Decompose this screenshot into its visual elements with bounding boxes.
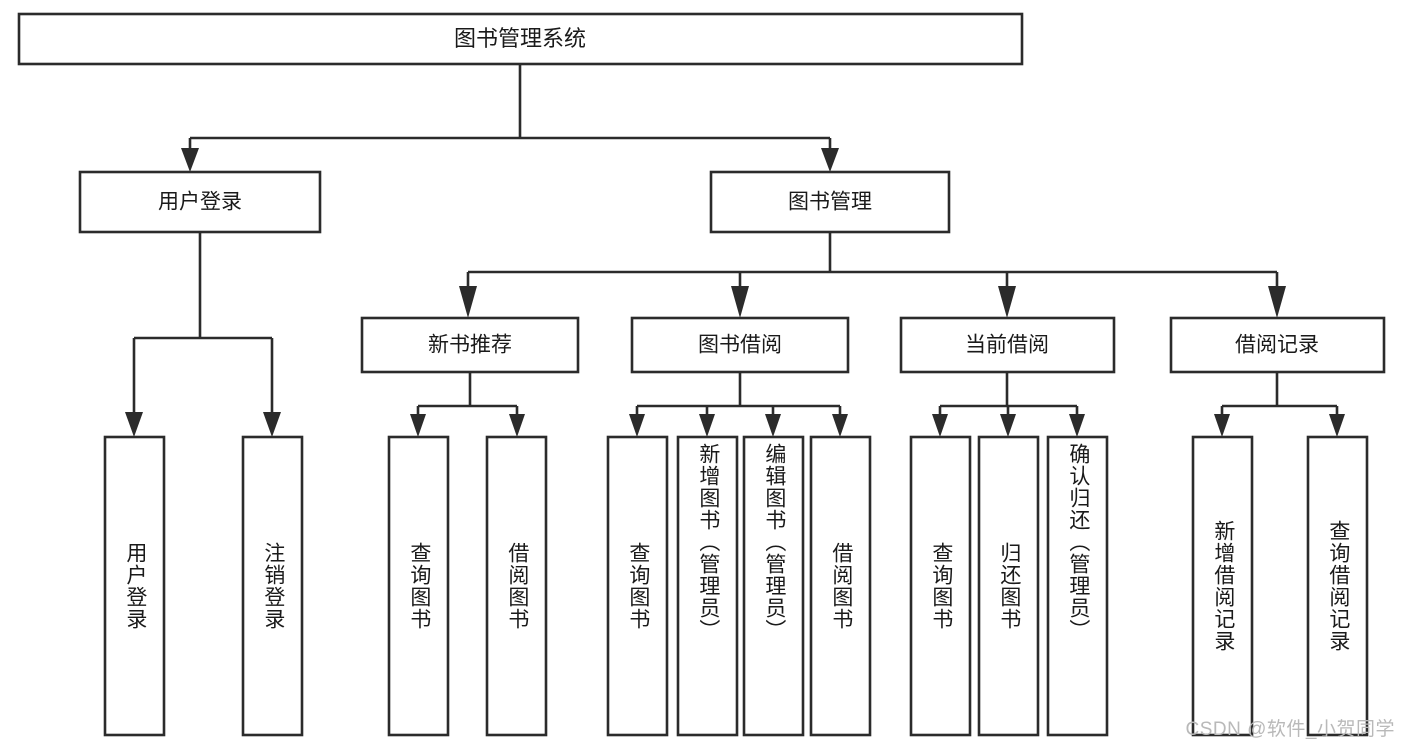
arrow-head-borrow-record [1268, 286, 1286, 318]
arrow-head-book-manage [821, 148, 839, 172]
node-book-manage-label: 图书管理 [788, 191, 872, 214]
arrow-head-leaf-borrow-book-2 [832, 414, 848, 437]
leaf-box-return-book[interactable] [977, 435, 1040, 737]
node-user-login-box[interactable] [78, 170, 322, 234]
arrow-head-new-book-recommend [459, 286, 477, 318]
arrow-head-book-borrow [731, 286, 749, 318]
node-new-book-recommend-label: 新书推荐 [428, 334, 512, 357]
node-new-book-recommend[interactable]: 新书推荐 [360, 316, 580, 374]
arrow-head-leaf-confirm-return [1069, 414, 1085, 437]
arrow-head-user-login [181, 148, 199, 172]
node-book-manage-box[interactable] [709, 170, 951, 234]
arrow-head-leaf-query-record [1329, 414, 1345, 437]
node-new-book-recommend-box[interactable] [360, 316, 580, 374]
leaf-box-query-book-2[interactable] [606, 435, 669, 737]
leaf-box-borrow-book-2[interactable] [809, 435, 872, 737]
node-current-borrow-label: 当前借阅 [965, 334, 1049, 357]
node-borrow-record-box[interactable] [1169, 316, 1386, 374]
node-user-login[interactable]: 用户登录 [78, 170, 322, 234]
leaf-box-user-login[interactable] [103, 435, 166, 737]
node-book-borrow-box[interactable] [630, 316, 850, 374]
node-book-borrow[interactable]: 图书借阅 [630, 316, 850, 374]
node-current-borrow[interactable]: 当前借阅 [899, 316, 1116, 374]
leaf-box-query-book-1[interactable] [387, 435, 450, 737]
arrow-head-leaf-return-book [1000, 414, 1016, 437]
connector-user-login-to-leaves [125, 232, 281, 437]
leaf-box-add-book[interactable] [676, 435, 739, 737]
arrow-head-leaf-add-book [699, 414, 715, 437]
node-book-manage[interactable]: 图书管理 [709, 170, 951, 234]
node-current-borrow-box[interactable] [899, 316, 1116, 374]
arrow-head-leaf-borrow-book-1 [509, 414, 525, 437]
node-user-login-label: 用户登录 [158, 191, 242, 214]
leaf-box-edit-book[interactable] [742, 435, 805, 737]
node-book-borrow-label: 图书借阅 [698, 334, 782, 357]
csdn-watermark: CSDN @软件_小贺同学 [1185, 719, 1395, 740]
arrow-head-current-borrow [998, 286, 1016, 318]
connector-new-book-to-leaves [410, 372, 525, 437]
leaf-box-add-record[interactable] [1191, 435, 1254, 737]
leaf-box-query-record[interactable] [1306, 435, 1369, 737]
node-root-label: 图书管理系统 [454, 26, 586, 51]
leaf-box-query-book-3[interactable] [909, 435, 972, 737]
connector-current-borrow-to-leaves [932, 372, 1085, 437]
arrow-head-leaf-user-logout [263, 412, 281, 437]
connector-book-manage-to-level3 [459, 232, 1286, 318]
connector-borrow-record-to-leaves [1214, 372, 1345, 437]
node-borrow-record[interactable]: 借阅记录 [1169, 316, 1386, 374]
arrow-head-leaf-query-book-3 [932, 414, 948, 437]
node-borrow-record-label: 借阅记录 [1235, 334, 1319, 357]
arrow-head-leaf-add-record [1214, 414, 1230, 437]
arrow-head-leaf-query-book-1 [410, 414, 426, 437]
arrow-head-leaf-user-login [125, 412, 143, 437]
node-root-box[interactable] [17, 12, 1024, 66]
connector-root-to-level2 [181, 64, 839, 172]
node-root[interactable]: 图书管理系统 [17, 12, 1024, 66]
leaf-box-user-logout[interactable] [241, 435, 304, 737]
leaf-box-confirm-return[interactable] [1046, 435, 1109, 737]
leaf-box-borrow-book-1[interactable] [485, 435, 548, 737]
arrow-head-leaf-query-book-2 [629, 414, 645, 437]
connector-book-borrow-to-leaves [629, 372, 848, 437]
arrow-head-leaf-edit-book [765, 414, 781, 437]
